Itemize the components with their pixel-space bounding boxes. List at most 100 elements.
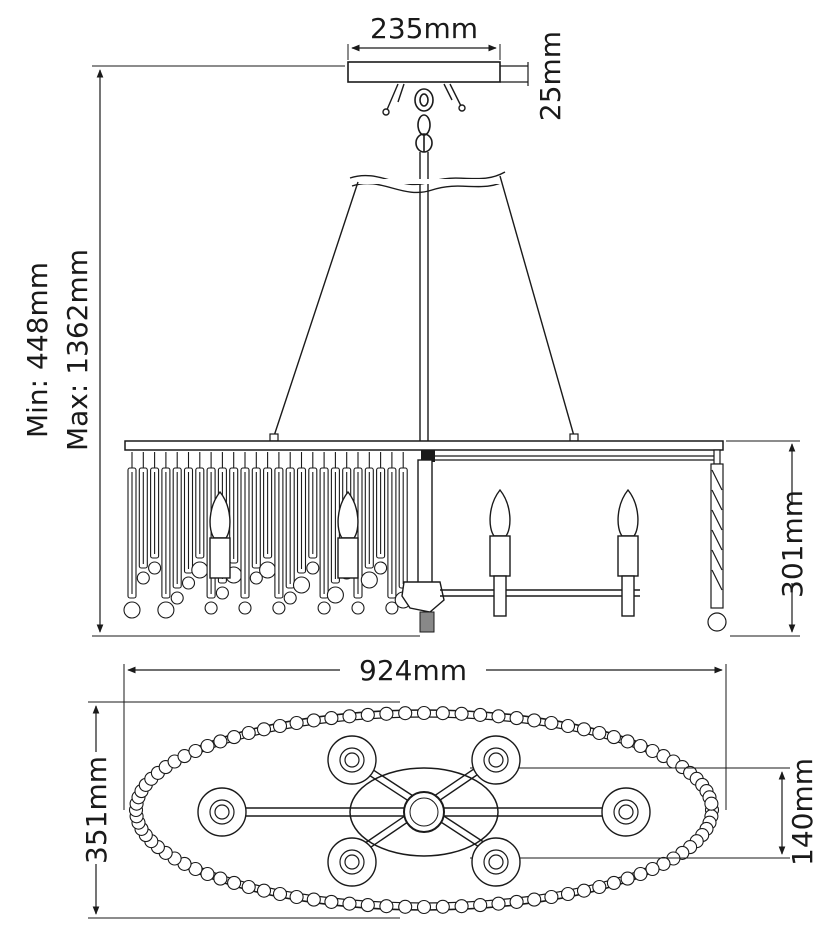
candle-lamp-icon	[209, 488, 639, 617]
fixture-top-bar	[124, 440, 724, 451]
crystal-bead	[324, 894, 339, 909]
crystal-bead	[342, 709, 357, 724]
crystal-bead	[360, 707, 375, 722]
crystal-strand	[385, 452, 399, 615]
crystal-strand	[157, 452, 175, 619]
crystal-bead	[560, 886, 576, 902]
crystal-bead	[454, 899, 469, 914]
length-break-icon	[345, 171, 510, 194]
crystal-bead	[620, 734, 635, 749]
crystal-bead	[435, 706, 450, 721]
crystal-strand	[238, 452, 252, 615]
drop-height-dimension	[92, 65, 420, 637]
crystal-bead	[416, 899, 432, 915]
crystal-bead	[213, 734, 228, 749]
crystal-bead	[509, 711, 524, 726]
hanging-chain-icon	[414, 88, 434, 153]
length-dimension	[123, 652, 727, 810]
crystal-strand	[259, 452, 277, 579]
crystal-strand	[292, 452, 311, 594]
crystal-bead	[704, 796, 719, 811]
width-label: 351mm	[80, 756, 113, 864]
crystal-bead	[473, 898, 488, 913]
elevation-view: Min: 448mm Max: 1362mm 235mm 25mm 301mm	[21, 12, 809, 637]
crystal-strand	[136, 452, 150, 585]
canopy-width-label: 235mm	[370, 12, 478, 45]
crystal-bead	[606, 875, 621, 890]
crystal-bead	[606, 730, 621, 745]
crystal-strand	[360, 452, 378, 589]
crystal-bead	[398, 899, 413, 914]
lamp-cup-icon	[327, 735, 377, 785]
crystal-bead	[454, 706, 469, 721]
crystal-bead	[633, 738, 648, 754]
body-height-label: 301mm	[776, 490, 809, 598]
crystal-bead-ring	[128, 705, 720, 915]
body-height-dimension	[726, 440, 808, 637]
crystal-bead	[379, 899, 394, 914]
crystal-strand	[374, 452, 388, 575]
crystal-strand	[123, 452, 141, 619]
crystal-strand	[283, 452, 297, 605]
crystal-bead	[576, 722, 592, 737]
crystal-strand	[272, 452, 286, 615]
crystal-strand	[317, 452, 331, 615]
crystal-strand	[148, 452, 162, 575]
crystal-bead	[491, 896, 506, 911]
end-crystal-strand	[707, 449, 727, 632]
crystal-strands	[123, 452, 412, 619]
crystal-strand	[170, 452, 184, 605]
crystal-bead	[227, 875, 242, 890]
crystal-bead	[645, 861, 660, 877]
crystal-strand	[306, 452, 320, 575]
crystal-bead	[379, 706, 394, 721]
crystal-bead	[289, 889, 304, 905]
crystal-bead	[416, 705, 432, 721]
crystal-bead	[560, 718, 576, 734]
crystal-bead	[509, 894, 524, 909]
crystal-bead	[241, 879, 256, 895]
crystal-bead	[200, 866, 215, 882]
crystal-strand	[191, 452, 209, 579]
crystal-bead	[592, 725, 607, 741]
center-plate-dimension	[470, 767, 790, 859]
lamp-cup-icon	[327, 837, 377, 887]
width-dimension	[80, 701, 400, 919]
canopy-width-dimension	[347, 44, 501, 60]
crystal-bead	[398, 706, 413, 721]
crystal-bead	[544, 715, 559, 731]
crystal-bead	[289, 715, 304, 731]
crystal-bead	[633, 866, 648, 882]
crystal-bead	[213, 871, 228, 886]
crystal-strand	[181, 452, 196, 590]
crystal-bead	[200, 738, 215, 754]
crystal-bead	[272, 718, 288, 734]
canopy-height-label: 25mm	[534, 31, 567, 121]
crystal-bead	[272, 886, 288, 902]
lamp-cup-icon	[471, 837, 521, 887]
crystal-bead	[256, 722, 272, 737]
crystal-bead	[342, 896, 357, 911]
crystal-bead	[188, 743, 203, 759]
lamp-cup-icon	[471, 735, 521, 785]
crystal-bead	[256, 883, 272, 898]
crystal-bead	[544, 889, 559, 905]
crystal-bead	[324, 711, 339, 726]
crystal-bead	[527, 713, 542, 728]
crystal-bead	[620, 871, 635, 886]
length-label: 924mm	[359, 654, 467, 687]
drop-min-label: Min: 448mm	[21, 262, 54, 438]
crystal-bead	[227, 730, 242, 745]
lamp-cup-icon	[601, 787, 651, 837]
crystal-bead	[491, 709, 506, 724]
canopy-screws-icon	[382, 83, 466, 116]
crystal-bead	[306, 892, 321, 907]
crystal-bead	[592, 879, 607, 895]
crystal-bead	[527, 892, 542, 907]
center-plate-label: 140mm	[786, 758, 819, 866]
crystal-bead	[306, 713, 321, 728]
lamp-cup-icon	[197, 787, 247, 837]
ceiling-canopy	[347, 61, 501, 83]
